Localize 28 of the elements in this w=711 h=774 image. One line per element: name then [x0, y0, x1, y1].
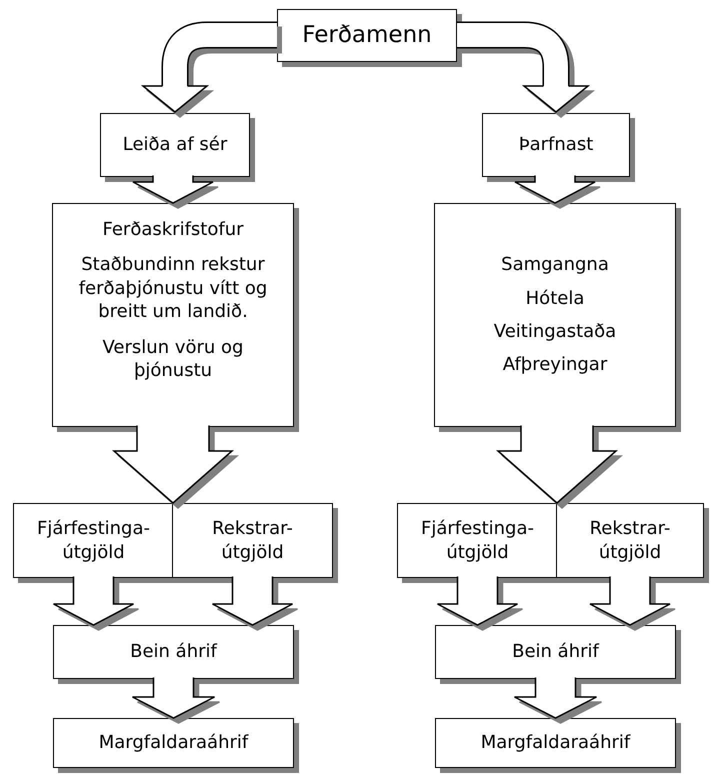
block-arrow — [436, 576, 518, 626]
box-text: Staðbundinn rekstur ferðaþjónustu vítt og breitt um landið. — [78, 253, 268, 324]
box-text: Bein áhrif — [512, 640, 599, 664]
block-arrow — [112, 424, 234, 504]
block-arrow — [132, 676, 216, 719]
box-text: Hótela — [526, 286, 584, 310]
box-text: Veitingastaða — [494, 320, 616, 344]
box-text: Rekstrar-útgjöld — [588, 517, 672, 564]
box-text: Margfaldaraáhrif — [98, 731, 248, 755]
block-arrow — [212, 576, 294, 626]
box-text: Afþreyingar — [502, 353, 608, 377]
box-text: Ferðamenn — [302, 20, 432, 50]
box-text: Leiða af sér — [122, 133, 228, 157]
box-text: Rekstrar-útgjöld — [211, 517, 294, 564]
block-arrow — [514, 676, 598, 719]
box-text: Fjárfestinga-útgjöld — [36, 517, 151, 564]
box-text: Samgangna — [501, 253, 609, 277]
box-text: Verslun vöru og þjónustu — [102, 336, 244, 382]
block-arrow — [52, 576, 134, 626]
block-arrow — [132, 174, 214, 204]
block-arrow — [496, 424, 618, 504]
box-text: Þarfnast — [518, 133, 594, 157]
box-text: Margfaldaraáhrif — [480, 731, 630, 755]
box-text: Ferðaskrifstofur — [102, 218, 244, 242]
block-arrow — [589, 576, 671, 626]
block-arrow — [514, 174, 596, 204]
box-text: Bein áhrif — [130, 640, 217, 664]
box-text: Fjárfestinga-útgjöld — [420, 517, 535, 564]
